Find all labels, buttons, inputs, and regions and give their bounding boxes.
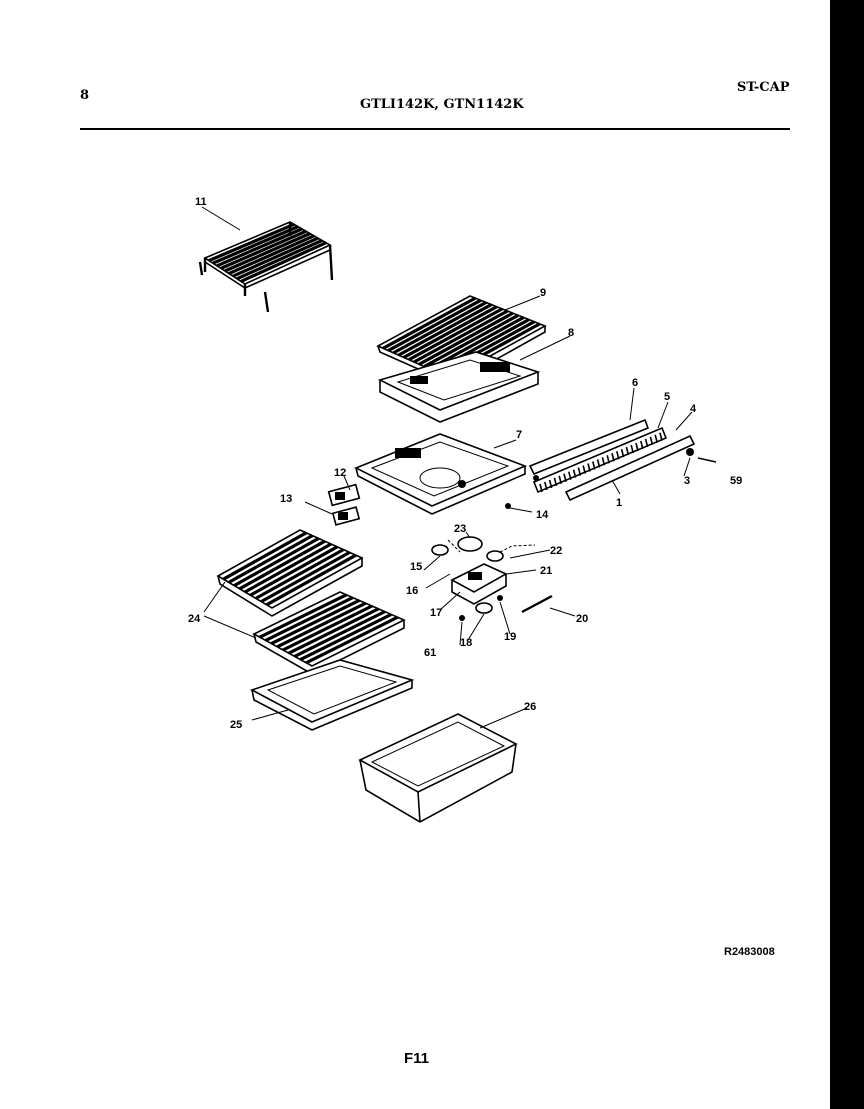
control-assembly bbox=[327, 483, 361, 526]
part-callout-21: 21 bbox=[540, 565, 552, 577]
part-callout-25: 25 bbox=[230, 719, 242, 731]
part-callout-5: 5 bbox=[664, 391, 670, 403]
header-rule bbox=[80, 128, 790, 130]
part-callout-16: 16 bbox=[406, 585, 418, 597]
section-code: ST-CAP bbox=[737, 80, 790, 95]
part-callout-23: 23 bbox=[454, 523, 466, 535]
part-callout-26: 26 bbox=[524, 701, 536, 713]
part-callout-9: 9 bbox=[540, 287, 546, 299]
crisper-pan bbox=[358, 713, 518, 823]
model-numbers: GTLI142K, GTN1142K bbox=[360, 97, 524, 112]
part-callout-24: 24 bbox=[188, 613, 201, 625]
page-number: 8 bbox=[80, 88, 90, 103]
part-callout-22: 22 bbox=[550, 545, 562, 557]
part-callout-61: 61 bbox=[424, 647, 436, 659]
part-callout-15: 15 bbox=[410, 561, 422, 573]
damper-assembly bbox=[431, 503, 553, 621]
shelf-rails bbox=[528, 418, 717, 502]
part-callout-20: 20 bbox=[576, 613, 588, 625]
parts-diagram-page: 8 GTLI142K, GTN1142K ST-CAP bbox=[0, 0, 830, 1109]
part-callout-1: 1 bbox=[616, 497, 622, 509]
part-callout-18: 18 bbox=[460, 637, 472, 649]
part-callout-labels: 11 9 8 6 5 4 7 3 59 1 12 13 14 23 22 15 21 16 17 20 24 61 18 19… bbox=[188, 196, 742, 731]
part-callout-8: 8 bbox=[568, 327, 574, 339]
part-callout-17: 17 bbox=[430, 607, 442, 619]
drawing-reference: R2483008 bbox=[724, 946, 775, 958]
leader-lines bbox=[201, 206, 693, 729]
part-callout-19: 19 bbox=[504, 631, 516, 643]
part-callout-14: 14 bbox=[536, 509, 549, 521]
glass-shelves bbox=[216, 529, 406, 675]
exploded-view-drawing: 11 9 8 6 5 4 7 3 59 1 12 13 14 23 22 15 21 16 17 20 24 61 18 19… bbox=[188, 196, 742, 823]
part-callout-3: 3 bbox=[684, 475, 690, 487]
part-callout-6: 6 bbox=[632, 377, 638, 389]
figure-number: F11 bbox=[404, 1050, 430, 1067]
part-callout-11: 11 bbox=[195, 196, 207, 208]
part-callout-7: 7 bbox=[516, 429, 522, 441]
wire-shelf-top bbox=[198, 221, 334, 313]
tray-cover bbox=[354, 433, 528, 515]
part-callout-4: 4 bbox=[690, 403, 697, 415]
shelf-frame bbox=[377, 351, 541, 423]
part-callout-59: 59 bbox=[730, 475, 742, 487]
crisper-cover bbox=[249, 659, 415, 731]
part-callout-13: 13 bbox=[280, 493, 292, 505]
part-callout-12: 12 bbox=[334, 467, 346, 479]
